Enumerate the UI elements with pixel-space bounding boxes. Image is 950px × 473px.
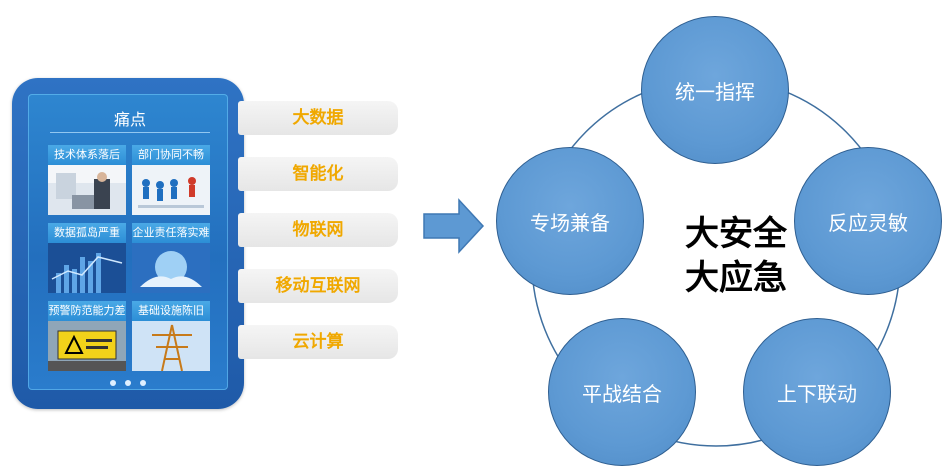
tech-big-data: 大数据: [238, 101, 398, 135]
pain-tile-label: 企业责任落实难: [132, 223, 210, 243]
pain-tile-1: 技术体系落后: [48, 145, 126, 215]
pain-tile-3: 数据孤岛严重: [48, 223, 126, 293]
pain-tile-label: 基础设施陈旧: [132, 301, 210, 321]
center-title: 大安全 大应急: [676, 212, 796, 300]
pain-tile-5: 预警防范能力差: [48, 301, 126, 371]
office-meeting-image: [48, 165, 126, 215]
pain-tile-label: 部门协同不畅: [132, 145, 210, 165]
center-line-1: 大安全: [685, 214, 787, 254]
node-specialized: 专场兼备: [496, 147, 644, 295]
right-arrow-icon: [423, 198, 485, 254]
tech-intelligence: 智能化: [238, 157, 398, 191]
tech-cloud: 云计算: [238, 325, 398, 359]
figures-team-image: [132, 165, 210, 215]
pain-tile-label: 预警防范能力差: [48, 301, 126, 321]
pain-tile-2: 部门协同不畅: [132, 145, 210, 215]
node-responsive: 反应灵敏: [794, 147, 942, 295]
node-linkage: 上下联动: [743, 318, 891, 466]
pain-tile-label: 技术体系落后: [48, 145, 126, 165]
carousel-dot: [140, 380, 146, 386]
pain-tile-6: 基础设施陈旧: [132, 301, 210, 371]
center-line-2: 大应急: [685, 258, 787, 298]
carousel-dot: [125, 380, 131, 386]
carousel-dots: [110, 380, 150, 388]
warning-sign-image: [48, 321, 126, 371]
pain-tile-label: 数据孤岛严重: [48, 223, 126, 243]
carousel-dot: [110, 380, 116, 386]
data-graph-image: [48, 243, 126, 293]
node-unified-command: 统一指挥: [641, 16, 789, 164]
tech-mobile-internet: 移动互联网: [238, 269, 398, 303]
pain-points-title: 痛点: [50, 108, 210, 133]
tech-iot: 物联网: [238, 213, 398, 247]
power-tower-image: [132, 321, 210, 371]
pain-tile-4: 企业责任落实难: [132, 223, 210, 293]
node-peace-war: 平战结合: [548, 318, 696, 466]
hands-globe-image: [132, 243, 210, 293]
